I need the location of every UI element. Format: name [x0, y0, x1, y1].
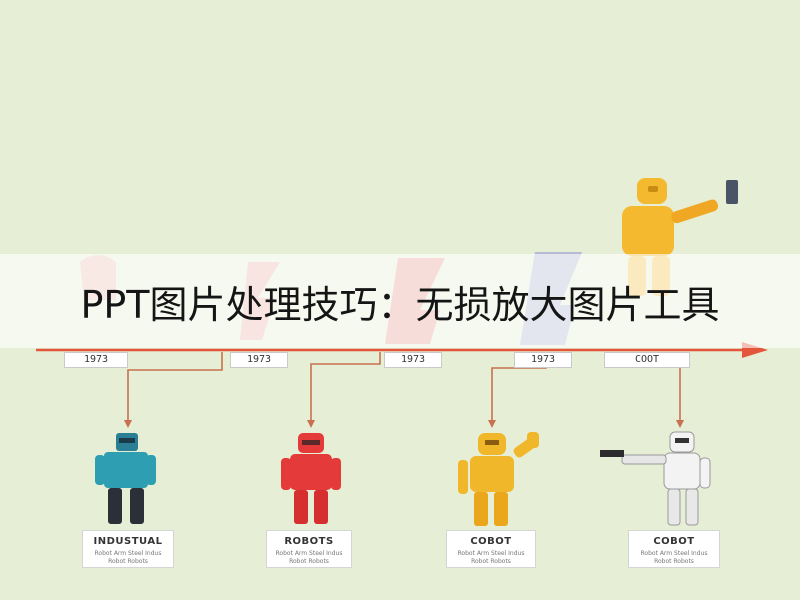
card-subtitle: Robot Arm Steel Indus Robot Robots — [94, 550, 162, 565]
timeline-label-5: COOT — [604, 352, 690, 368]
robot-red-icon — [281, 433, 341, 524]
timeline-label-2: 1973 — [230, 352, 288, 368]
connector-arrowheads — [124, 420, 684, 428]
robot-industrial-icon — [95, 433, 156, 524]
timeline-label-1: 1973 — [64, 352, 128, 368]
card-cobot-1: COBOT Robot Arm Steel Indus Robot Robots — [446, 530, 536, 568]
card-title: COBOT — [470, 536, 512, 547]
card-subtitle: Robot Arm Steel Indus Robot Robots — [275, 550, 343, 565]
card-industrial: INDUSTUAL Robot Arm Steel Indus Robot Ro… — [82, 530, 174, 568]
robot-white-icon — [600, 431, 711, 526]
card-cobot-2: COBOT Robot Arm Steel Indus Robot Robots — [628, 530, 720, 568]
card-title: INDUSTUAL — [93, 536, 163, 547]
card-subtitle: Robot Arm Steel Indus Robot Robots — [457, 550, 525, 565]
title-banner: PPT图片处理技巧：无损放大图片工具 — [0, 254, 800, 348]
card-robots: ROBOTS Robot Arm Steel Indus Robot Robot… — [266, 530, 352, 568]
timeline-label-4: 1973 — [514, 352, 572, 368]
robot-yellow-icon — [458, 432, 539, 526]
card-title: COBOT — [653, 536, 695, 547]
page-title: PPT图片处理技巧：无损放大图片工具 — [80, 282, 720, 327]
card-subtitle: Robot Arm Steel Indus Robot Robots — [640, 550, 708, 565]
timeline-label-3: 1973 — [384, 352, 442, 368]
card-title: ROBOTS — [284, 536, 334, 547]
